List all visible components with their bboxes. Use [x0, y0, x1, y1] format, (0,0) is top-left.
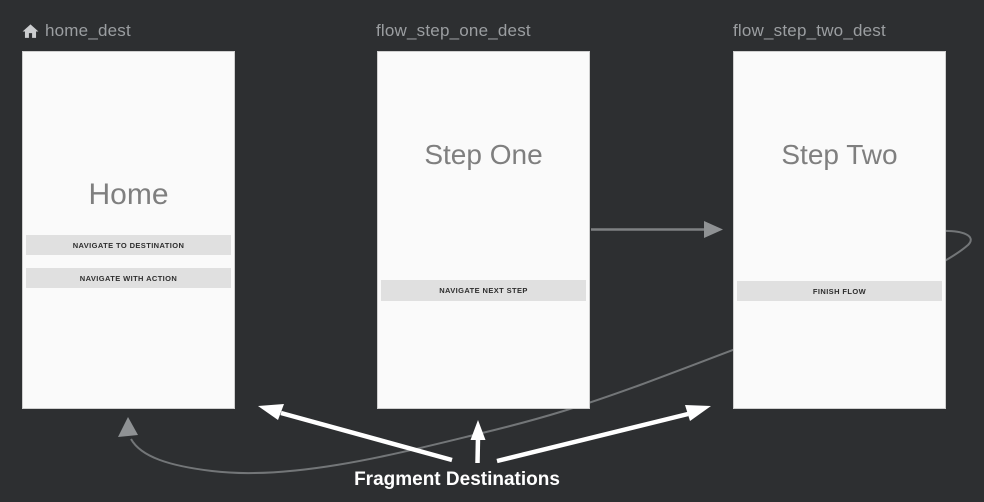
annotation-caption: Fragment Destinations — [354, 469, 560, 490]
destination-label: flow_step_two_dest — [733, 21, 886, 40]
annotation-arrow-to-step-one — [470, 420, 486, 464]
destination-header-home[interactable]: home_dest — [21, 21, 131, 41]
annotation-arrow-to-home — [258, 404, 453, 463]
arrowhead-icon — [685, 405, 711, 421]
annotation-arrow-to-step-two — [496, 405, 711, 464]
preview-title: Step Two — [781, 139, 898, 170]
preview-button-navigate-next-step: NAVIGATE NEXT STEP — [381, 280, 586, 301]
action-arrow-step-one-to-step-two[interactable] — [591, 221, 723, 238]
preview-button-navigate-to-destination: NAVIGATE TO DESTINATION — [26, 235, 231, 255]
destination-card-step-one[interactable]: Step One NAVIGATE NEXT STEP — [377, 51, 590, 409]
destination-label: flow_step_one_dest — [376, 21, 531, 40]
arrowhead-icon — [704, 221, 723, 238]
preview-title: Step One — [424, 139, 543, 170]
arrowhead-icon — [258, 404, 284, 420]
destination-card-step-two[interactable]: Step Two FINISH FLOW — [733, 51, 946, 409]
arrowhead-icon — [118, 417, 138, 437]
destination-header-step-two[interactable]: flow_step_two_dest — [733, 21, 886, 41]
preview-button-finish-flow: FINISH FLOW — [737, 281, 942, 301]
destination-header-step-one[interactable]: flow_step_one_dest — [376, 21, 531, 41]
preview-button-navigate-with-action: NAVIGATE WITH ACTION — [26, 268, 231, 288]
destination-card-home[interactable]: Home NAVIGATE TO DESTINATION NAVIGATE WI… — [22, 51, 235, 409]
home-icon — [21, 22, 40, 41]
preview-title: Home — [88, 178, 169, 211]
arrowhead-icon — [470, 420, 486, 440]
destination-label: home_dest — [45, 21, 131, 40]
